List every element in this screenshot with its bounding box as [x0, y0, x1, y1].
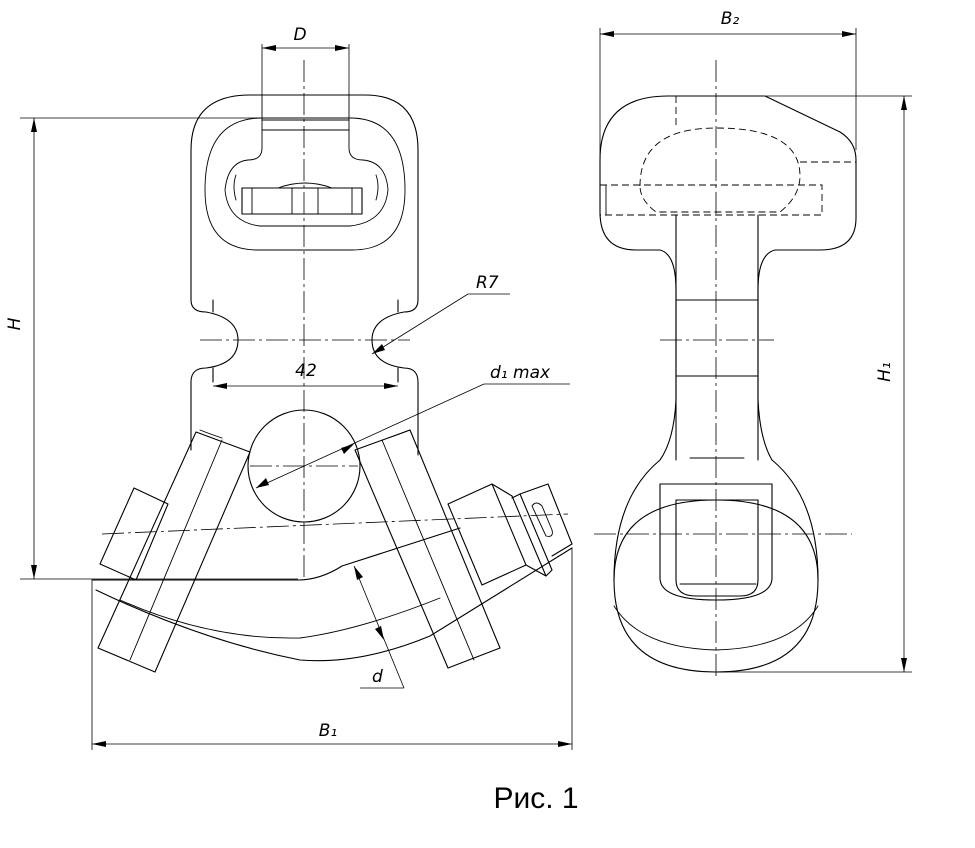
front-view-left-bolt-head — [99, 487, 169, 581]
dim-d1max-arrow — [256, 478, 269, 488]
dim-B2-label: B₂ — [721, 9, 740, 29]
dim-d1max-leader — [255, 383, 485, 489]
dim-d1max-arrow — [341, 444, 354, 454]
front-view-bolt-slot — [531, 502, 553, 537]
dim-H1-arrow — [901, 96, 907, 110]
front-view-body-lower — [190, 381, 419, 456]
dim-H-arrow — [31, 118, 37, 132]
front-view-eye-pin-cap — [277, 182, 333, 189]
side-view-head-hidden — [639, 127, 801, 213]
dim-B2-arrow — [842, 31, 856, 37]
dim-D-arrow — [335, 45, 349, 51]
dim-H-label: H — [5, 317, 25, 330]
dim-42-label: 42 — [295, 361, 317, 381]
front-view-left-clamp-bar-edge — [129, 439, 223, 661]
front-view-eye-pin — [241, 187, 363, 215]
dim-d-label: d — [372, 667, 383, 687]
figure-caption: Рис. 1 — [493, 782, 578, 815]
dim-B1-arrow — [558, 741, 572, 747]
front-view-right-nut — [447, 483, 527, 586]
front-view-centerline-bolt — [101, 513, 569, 535]
dim-B1-label: B₁ — [319, 721, 337, 741]
front-view-saddle-bottom — [95, 547, 573, 662]
front-view-bolt-end — [519, 483, 573, 557]
dim-B2-arrow — [600, 31, 614, 37]
front-view-left-clamp-bar — [97, 431, 251, 673]
front-view-eye-inner — [233, 174, 379, 201]
front-view-right-washer — [511, 493, 553, 577]
side-view-ring-inner — [675, 499, 759, 597]
dim-d1max-label: d₁ max — [490, 363, 551, 383]
dim-B1-arrow — [92, 741, 106, 747]
front-view-eye-opening — [224, 95, 389, 227]
dim-D-label: D — [293, 25, 306, 45]
dim-d-arrow — [354, 566, 363, 580]
front-view-saddle-top — [91, 527, 461, 581]
side-view-pin-hidden — [599, 184, 823, 216]
dim-42-arrow — [384, 383, 398, 389]
front-view-right-nut-chamfer — [491, 483, 547, 577]
side-view-head-outline — [599, 95, 857, 673]
dim-R7-arrow — [372, 344, 385, 354]
front-view: D H 42 R7 d₁ max d B — [5, 25, 573, 750]
front-view-saddle-middle — [119, 597, 441, 639]
dim-H-arrow — [31, 565, 37, 579]
side-view: B₂ H₁ — [594, 9, 912, 676]
front-view-right-clamp-bar — [354, 429, 501, 669]
dim-42-arrow — [213, 383, 227, 389]
dim-R7-leader — [371, 293, 469, 355]
dim-H1-arrow — [901, 658, 907, 672]
front-view-head-outline — [190, 94, 419, 301]
front-view-waist-left — [190, 299, 239, 383]
front-view-right-clamp-bar-edge — [381, 439, 475, 661]
dim-D-arrow — [262, 45, 276, 51]
front-view-waist-right — [371, 299, 419, 383]
front-view-body-lower-inner — [199, 429, 411, 439]
dim-d-arrow — [375, 626, 384, 640]
dim-R7-label: R7 — [476, 273, 499, 293]
dim-H1-label: H₁ — [875, 362, 895, 382]
front-view-head-inner-contour — [204, 117, 406, 251]
